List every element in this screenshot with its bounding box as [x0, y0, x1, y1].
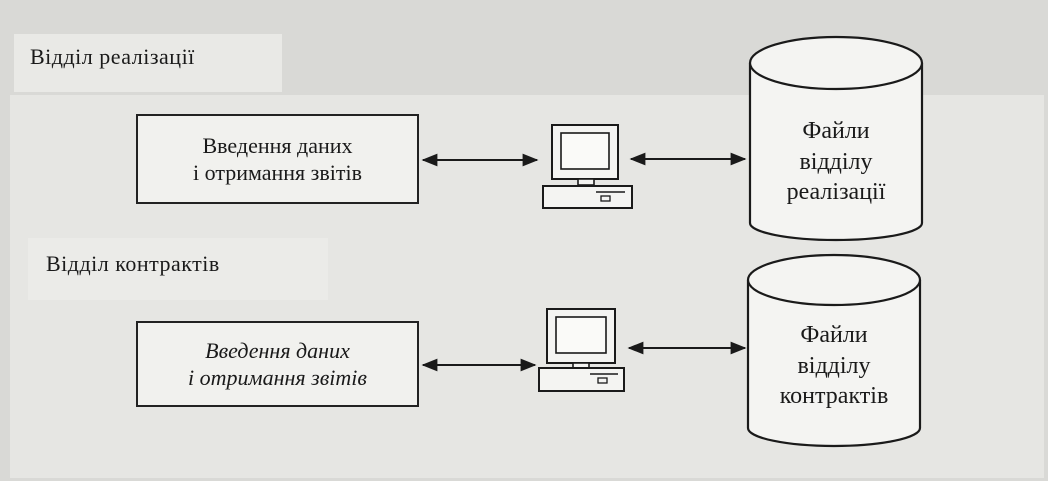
database-cylinder-icon	[746, 253, 922, 448]
computer-icon	[542, 124, 633, 209]
process-box: Введення даних і отримання звітів	[136, 114, 419, 204]
storage-line-1: Файли	[802, 118, 870, 144]
process-line-1: Введення даних	[205, 337, 350, 363]
storage-line-1: Файли	[800, 322, 868, 348]
department-title: Відділ контрактів	[46, 251, 220, 276]
computer-icon	[538, 308, 625, 392]
section-band	[28, 238, 328, 300]
process-line-2: і отримання звітів	[193, 160, 362, 185]
storage-line-2: відділу	[799, 148, 873, 175]
process-line-2: і отримання звітів	[188, 365, 367, 390]
process-box: Введення даних і отримання звітів	[136, 321, 419, 407]
storage-label: Файли відділу реалізації	[750, 116, 922, 208]
storage-line-3: реалізації	[786, 179, 886, 206]
department-title: Відділ реалізації	[30, 44, 195, 69]
storage-line-3: контрактів	[779, 383, 889, 410]
database-cylinder-icon	[748, 35, 924, 242]
storage-line-2: відділу	[797, 352, 871, 379]
process-line-1: Введення даних	[202, 132, 353, 158]
header-band	[14, 34, 282, 92]
storage-label: Файли відділу контрактів	[748, 320, 920, 412]
